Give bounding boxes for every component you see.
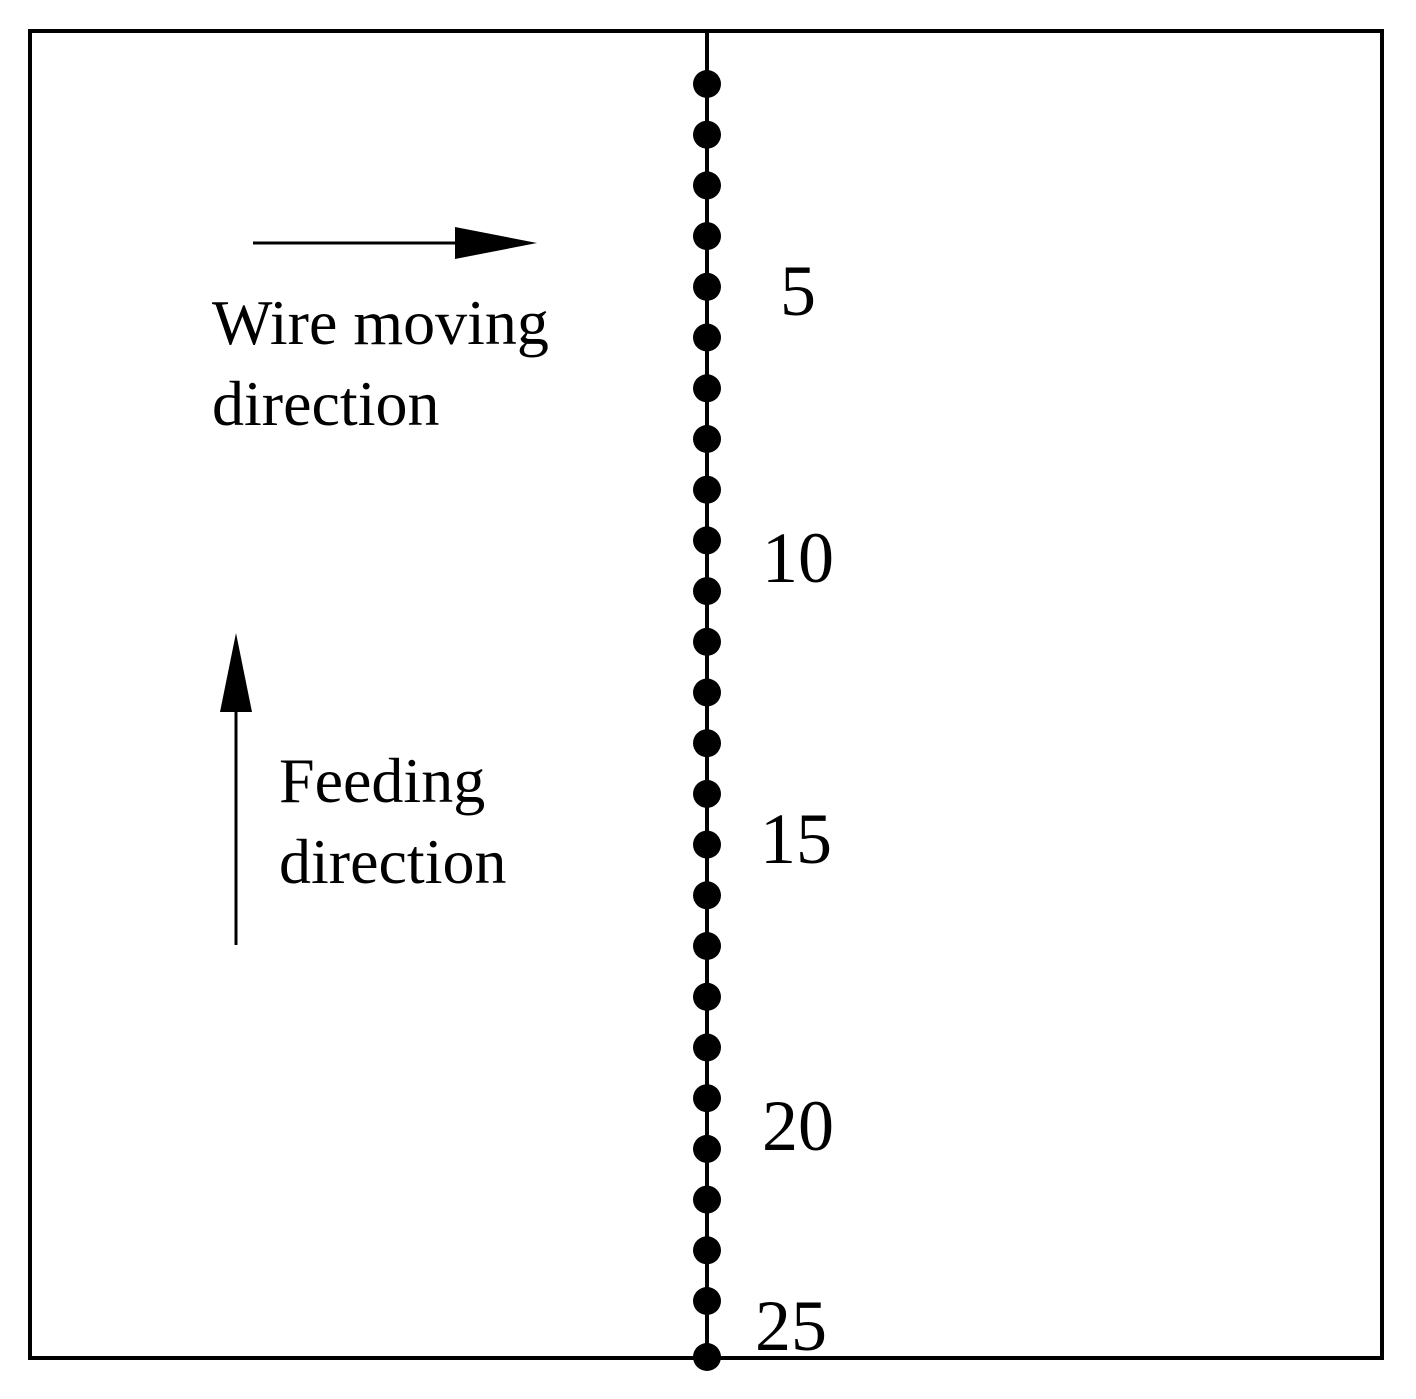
measurement-point-20 xyxy=(693,1033,721,1062)
measurement-point-labels: 5 10 15 20 25 xyxy=(755,251,834,1366)
measurement-point-14 xyxy=(693,729,721,758)
measurement-point-9 xyxy=(693,475,721,504)
measurement-line-end-dot xyxy=(693,1343,721,1371)
measurement-point-1 xyxy=(693,70,721,98)
feeding-direction-label-line2: direction xyxy=(279,826,506,897)
point-label-20: 20 xyxy=(762,1086,834,1166)
wire-moving-label-line1: Wire moving xyxy=(212,287,549,358)
measurement-point-24 xyxy=(693,1236,721,1265)
measurement-point-23 xyxy=(693,1185,721,1214)
wire-moving-label-line2: direction xyxy=(212,368,439,439)
measurement-point-22 xyxy=(693,1134,721,1163)
feeding-direction-arrow xyxy=(220,633,252,945)
point-label-10: 10 xyxy=(762,518,834,598)
measurement-point-3 xyxy=(693,171,721,200)
measurement-point-13 xyxy=(693,678,721,707)
measurement-point-15 xyxy=(693,779,721,808)
measurement-point-8 xyxy=(693,425,721,453)
measurement-point-17 xyxy=(693,881,721,910)
measurement-points xyxy=(693,70,721,1371)
measurement-point-7 xyxy=(693,374,721,403)
measurement-point-4 xyxy=(693,222,721,251)
point-label-15: 15 xyxy=(760,799,832,879)
wire-moving-arrow xyxy=(253,227,537,259)
measurement-point-6 xyxy=(693,323,721,352)
point-label-25: 25 xyxy=(755,1286,827,1366)
measurement-point-11 xyxy=(693,577,721,606)
measurement-point-18 xyxy=(693,932,721,960)
measurement-point-21 xyxy=(693,1084,721,1113)
measurement-point-12 xyxy=(693,627,721,656)
measurement-point-2 xyxy=(693,120,721,149)
measurement-point-16 xyxy=(693,830,721,859)
measurement-point-10 xyxy=(693,526,721,555)
feeding-direction-label-line1: Feeding xyxy=(279,745,485,816)
point-label-5: 5 xyxy=(780,251,816,331)
measurement-point-25 xyxy=(693,1287,721,1315)
measurement-point-5 xyxy=(693,272,721,301)
measurement-point-19 xyxy=(693,982,721,1011)
